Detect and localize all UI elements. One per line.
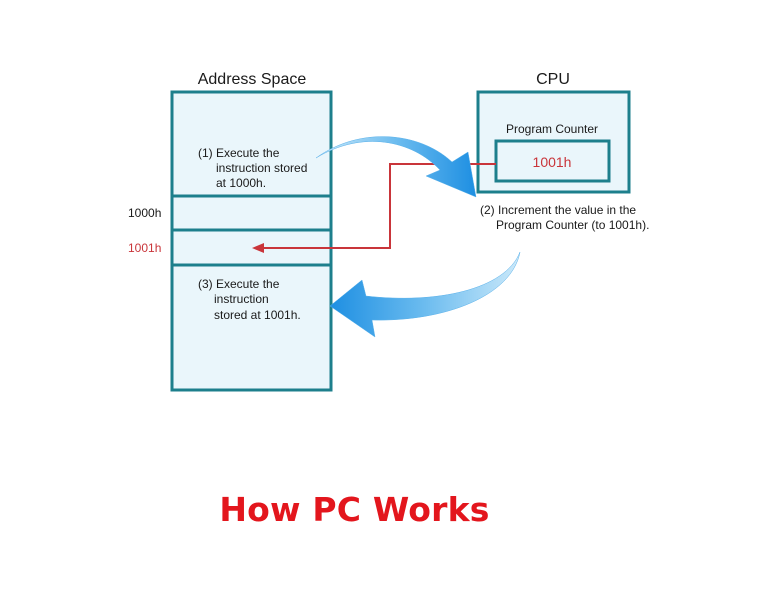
step3-text: (3) Execute the instruction stored at 10… (198, 277, 301, 322)
step1-line2: instruction stored (216, 161, 307, 175)
step3-line3: stored at 1001h. (214, 308, 301, 322)
curved-arrow-to-cpu (315, 136, 477, 198)
step1-line1: (1) Execute the (198, 146, 280, 160)
address-label-1000h: 1000h (128, 206, 161, 220)
step2-text: (2) Increment the value in the Program C… (480, 203, 649, 232)
program-counter-value: 1001h (533, 154, 572, 170)
footer-title: How PC Works (219, 490, 490, 529)
curved-arrow-to-step3 (329, 251, 521, 338)
address-label-1001h: 1001h (128, 241, 161, 255)
pointer-arrowhead (252, 243, 264, 253)
step3-line2: instruction (214, 292, 269, 306)
step2-line2: Program Counter (to 1001h). (496, 218, 649, 232)
step2-line1: (2) Increment the value in the (480, 203, 636, 217)
step3-line1: (3) Execute the (198, 277, 280, 291)
step1-text: (1) Execute the instruction stored at 10… (198, 146, 307, 190)
program-counter-register (494, 139, 611, 183)
cpu-title: CPU (536, 71, 570, 88)
address-space-block (170, 90, 333, 392)
step1-line3: at 1000h. (216, 176, 266, 190)
address-space-title: Address Space (198, 71, 307, 88)
program-counter-label: Program Counter (506, 122, 598, 136)
